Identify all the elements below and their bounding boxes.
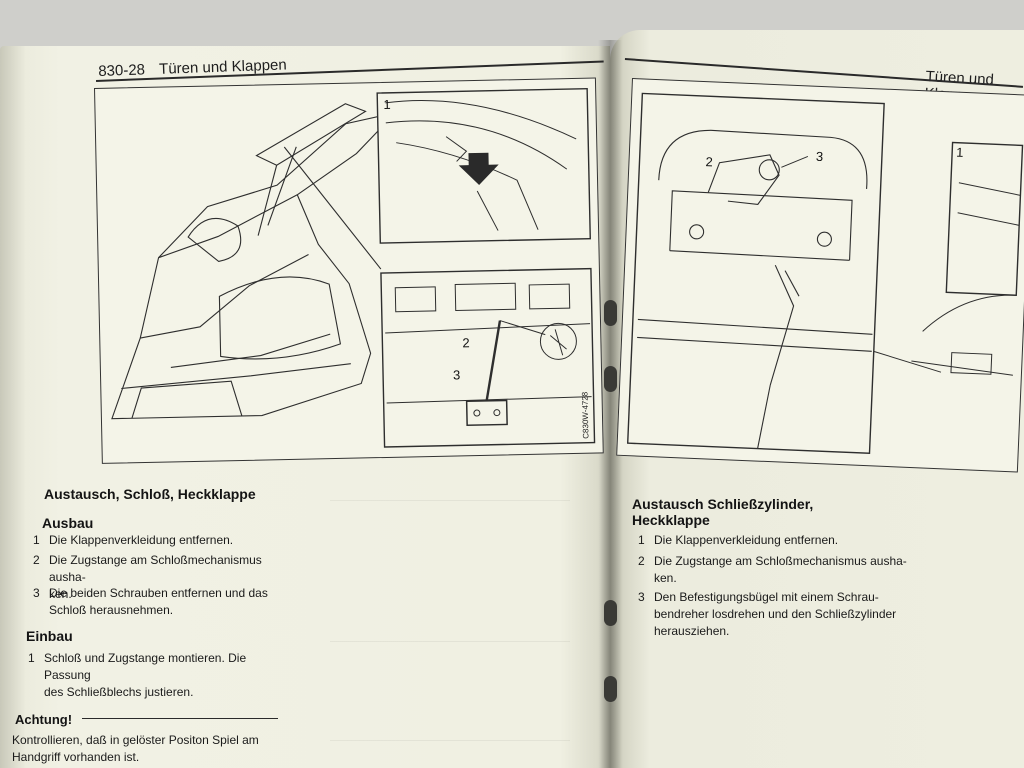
- removal-heading: Ausbau: [42, 515, 94, 531]
- binding-hole: [604, 366, 617, 392]
- cylinder-step-2: 2 Die Zugstange am Schloßmechanismus aus…: [638, 554, 907, 585]
- callout-2: 2: [462, 335, 470, 350]
- removal-step-3: 3 Die beiden Schrauben entfernen und das…: [33, 586, 268, 617]
- binding-hole: [604, 676, 617, 702]
- page-number: 830-28: [98, 61, 146, 80]
- left-section-title: Austausch, Schloß, Heckklappe: [44, 486, 256, 502]
- arrow-down-icon: [458, 152, 499, 185]
- cylinder-step-1: 1 Die Klappenverkleidung entfernen.: [638, 533, 839, 547]
- left-figure-frame: 1 2 3 C830W-4728: [94, 77, 604, 464]
- callout-3: 3: [816, 149, 824, 164]
- right-section-title: Austausch Schließzylinder, Heckklappe: [632, 496, 814, 528]
- show-through: [330, 500, 570, 642]
- caution-text: Kontrollieren, daß in gelöster Positon S…: [12, 733, 259, 764]
- figure-code: C830W-4728: [580, 391, 590, 439]
- removal-step-1: 1 Die Klappenverkleidung entfernen.: [33, 533, 234, 547]
- caution-rule: [82, 718, 278, 720]
- callout-1: 1: [956, 145, 964, 160]
- removal-step-2: 2 Die Zugstange am Schloßmechanismus aus…: [33, 553, 262, 601]
- caution-heading: Achtung!: [15, 712, 73, 727]
- binding-hole: [604, 600, 617, 626]
- callout-3: 3: [453, 367, 461, 382]
- callout-2: 2: [705, 154, 713, 169]
- show-through: [330, 660, 570, 741]
- right-figure-frame: 2 3 1: [616, 78, 1024, 473]
- trunk-lock-illustration: 1 2 3 C830W-4728: [111, 87, 596, 448]
- callout-1: 1: [383, 97, 391, 112]
- binding-hole: [604, 300, 617, 326]
- lock-cylinder-illustration: 2 3 1: [626, 92, 1024, 455]
- cylinder-step-3: 3 Den Befestigungsbügel mit einem Schrau…: [638, 590, 897, 638]
- install-step-1: 1 Schloß und Zugstange montieren. Die Pa…: [28, 651, 247, 699]
- install-heading: Einbau: [26, 628, 73, 644]
